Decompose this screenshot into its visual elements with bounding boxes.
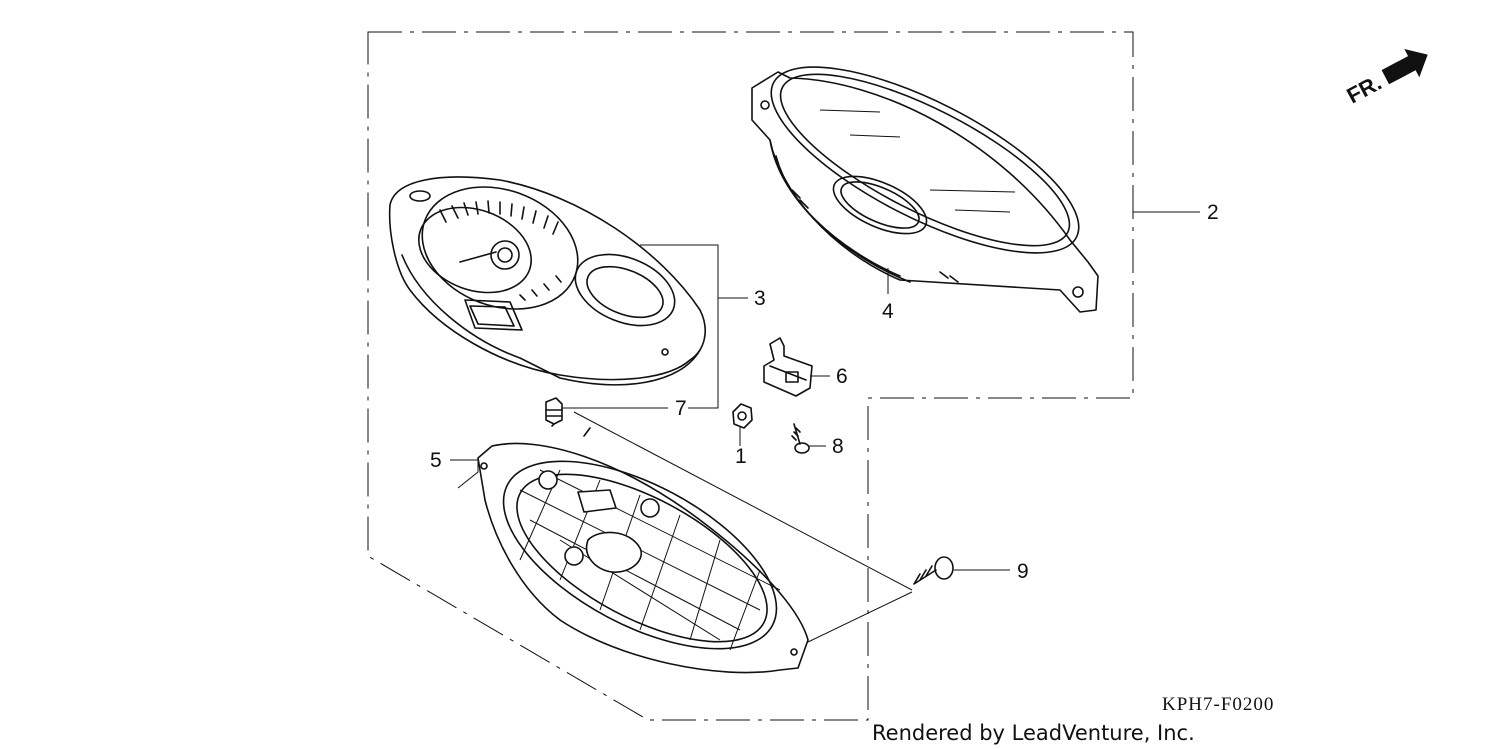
- part-1-nut[interactable]: [732, 403, 753, 429]
- part-3-meter-assembly[interactable]: [388, 166, 706, 386]
- callout-9: 9: [1017, 560, 1029, 583]
- leader-lines: [450, 211, 1200, 643]
- part-8-screw[interactable]: [791, 423, 810, 454]
- part-5-lower-case[interactable]: [475, 417, 809, 687]
- callout-3: 3: [754, 287, 766, 310]
- callout-7: 7: [675, 397, 687, 420]
- assembly-boundary: [367, 31, 1134, 721]
- callout-2: 2: [1207, 201, 1219, 224]
- diagram-code: KPH7-F0200: [1162, 694, 1274, 715]
- front-direction-arrow-icon: [1381, 49, 1428, 85]
- callout-5: 5: [430, 449, 442, 472]
- part-7-socket[interactable]: [545, 397, 563, 425]
- part-2-meter-case[interactable]: [747, 31, 1103, 313]
- callout-6: 6: [836, 365, 848, 388]
- front-direction-label: FR.: [1343, 70, 1386, 109]
- callout-1: 1: [735, 445, 747, 468]
- part-9-tapping-screw[interactable]: [913, 556, 954, 585]
- callout-4: 4: [882, 300, 894, 323]
- front-direction-marker: FR.: [1343, 49, 1428, 109]
- credit-line: Rendered by LeadVenture, Inc.: [872, 721, 1195, 745]
- part-6-bracket[interactable]: [763, 337, 813, 397]
- callout-labels: 1 2 3 4 5 6 7 8 9: [430, 201, 1219, 583]
- callout-8: 8: [832, 435, 844, 458]
